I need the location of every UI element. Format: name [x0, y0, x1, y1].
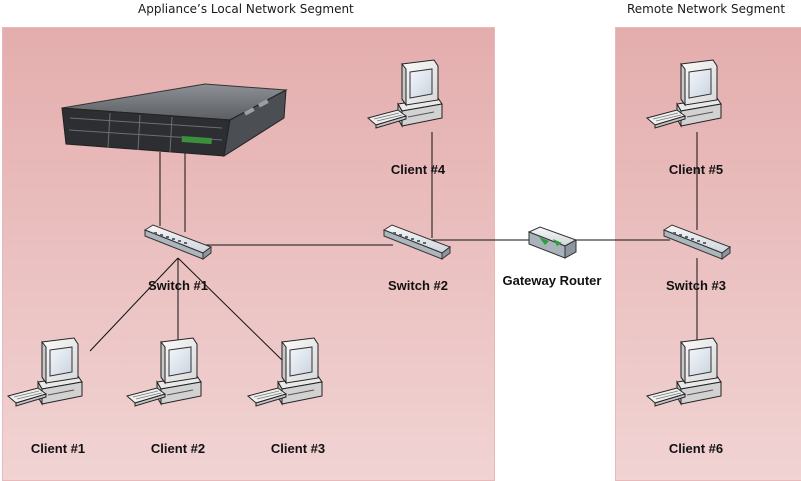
- switch-2-label: Switch #2: [388, 278, 448, 293]
- rack-server-icon: [61, 83, 288, 158]
- switch-2-network-switch-icon: [383, 224, 451, 260]
- local-segment-title: Appliance’s Local Network Segment: [138, 2, 354, 16]
- client-3-desktop-computer-icon: [247, 337, 323, 407]
- client-1-desktop-computer-icon: [7, 337, 83, 407]
- link-switch1-client1: [89, 257, 179, 352]
- client-2-desktop-computer-icon: [126, 337, 202, 407]
- client-6-label: Client #6: [669, 441, 723, 456]
- switch-1-label: Switch #1: [148, 278, 208, 293]
- network-links: [89, 132, 698, 363]
- gateway-router-label: Gateway Router: [503, 273, 602, 288]
- client-1-label: Client #1: [31, 441, 85, 456]
- client-5-desktop-computer-icon: [646, 59, 722, 129]
- remote-segment-title: Remote Network Segment: [627, 2, 786, 16]
- gateway-router-icon: [527, 226, 578, 259]
- switch-1-network-switch-icon: [144, 224, 212, 260]
- switch-3-label: Switch #3: [666, 278, 726, 293]
- client-6-desktop-computer-icon: [646, 337, 722, 407]
- switch-3-network-switch-icon: [663, 224, 731, 260]
- client-2-label: Client #2: [151, 441, 205, 456]
- client-4-desktop-computer-icon: [367, 59, 443, 129]
- link-switch1-client3: [177, 257, 285, 363]
- client-4-label: Client #4: [391, 162, 446, 177]
- client-5-label: Client #5: [669, 162, 723, 177]
- client-3-label: Client #3: [271, 441, 325, 456]
